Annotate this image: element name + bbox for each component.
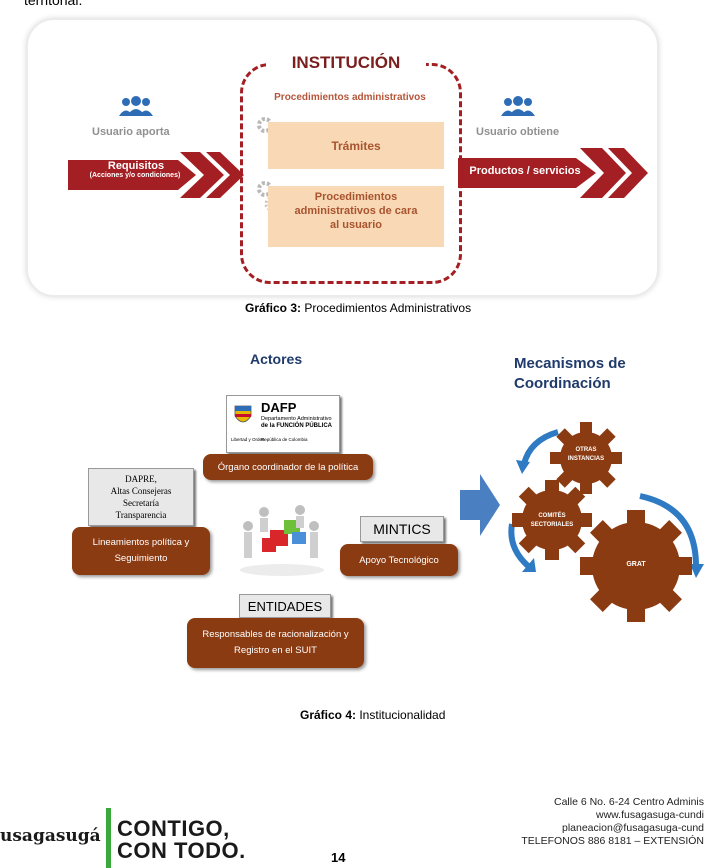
apoyo-box: Apoyo Tecnológico — [340, 544, 458, 576]
requisitos-label: Requisitos — [107, 160, 165, 172]
footer-email: planeacion@fusagasuga-cund — [561, 822, 704, 834]
top-text: territorial. — [24, 0, 83, 8]
organo-box: Órgano coordinador de la política — [203, 454, 373, 480]
coordination-gears — [508, 422, 704, 622]
brand-name: usagasugá — [0, 826, 101, 846]
brand-divider — [106, 808, 111, 868]
institution-title: INSTITUCIÓN — [266, 53, 426, 73]
dafp-line-2: de la FUNCIÓN PÚBLICA — [261, 423, 333, 429]
proc-line-2: administrativos de cara — [294, 205, 418, 217]
caption-label: Gráfico 4: — [300, 708, 357, 722]
caption-text: Institucionalidad — [356, 708, 446, 722]
proc-line-3: al usuario — [330, 219, 382, 231]
gear-comites-label: COMITÉS SECTORIALES — [520, 512, 584, 530]
brand-slogan-line-1: CONTIGO, — [117, 816, 230, 841]
mec-line-2: Coordinación — [514, 375, 611, 392]
footer-phone: TELEFONOS 886 8181 – EXTENSIÓN — [521, 835, 704, 847]
users-icon — [501, 96, 535, 116]
tramites-label: Trámites — [331, 138, 381, 153]
tramites-box — [268, 122, 444, 169]
dapre-line-4: Transparencia — [115, 510, 167, 520]
dafp-title: DAFP — [261, 400, 297, 415]
caption-label: Gráfico 3: — [245, 301, 302, 315]
caption-grafico-3: Gráfico 3: Procedimientos Administrativo… — [245, 301, 471, 315]
proc-line-1: Procedimientos — [314, 191, 398, 203]
gear-otras-line-2: INSTANCIAS — [567, 456, 605, 462]
coat-of-arms-icon — [234, 405, 252, 423]
dafp-foot-1: Libertad y Orden — [231, 437, 265, 442]
gear-grat-label: GRAT — [626, 561, 646, 568]
mec-line-1: Mecanismos de — [514, 355, 626, 372]
footer-web: www.fusagasuga-cundi — [596, 809, 704, 821]
procedures-user-label: Procedimientos administrativos de cara a… — [268, 190, 444, 232]
requisitos-sub: (Acciones y/o condiciones) — [89, 172, 181, 179]
page-number: 14 — [331, 850, 346, 865]
right-arrow-icon — [460, 474, 500, 536]
caption-grafico-4: Gráfico 4: Institucionalidad — [300, 708, 445, 722]
dafp-foot-2: República de Colombia — [261, 437, 308, 442]
footer-contact: Calle 6 No. 6-24 Centro Adminis www.fusa… — [464, 796, 704, 848]
actors-title: Actores — [250, 351, 303, 367]
brand-slogan-line-2: CON TODO. — [117, 838, 246, 863]
productos-label: Productos / servicios — [469, 165, 581, 177]
requisitos-arrow — [68, 152, 244, 198]
user-gets-label: Usuario obtiene — [476, 126, 560, 138]
caption-text: Procedimientos Administrativos — [301, 301, 472, 315]
dafp-logo-card: DAFP Departamento Administrativo de la F… — [226, 395, 340, 453]
footer-address: Calle 6 No. 6-24 Centro Adminis — [554, 796, 704, 808]
lineamientos-box: Lineamientos política y Seguimiento — [72, 527, 210, 575]
puzzle-team-illustration — [240, 505, 324, 576]
user-gives-label: Usuario aporta — [92, 126, 170, 138]
dapre-line-3: Secretaría — [123, 498, 159, 508]
responsables-line-1: Responsables de racionalización y — [202, 629, 349, 640]
gear-otras-label: OTRAS INSTANCIAS — [564, 446, 608, 464]
entidades-box: ENTIDADES — [239, 594, 331, 618]
mintics-box: MINTICS — [360, 516, 444, 542]
lineamientos-line-1: Lineamientos política y — [92, 537, 190, 548]
gear-comites-line-1: COMITÉS — [538, 513, 566, 519]
dapre-line-2: Altas Consejeras — [110, 486, 172, 496]
lineamientos-line-2: Seguimiento — [114, 553, 168, 564]
procedures-title: Procedimientos administrativos — [274, 92, 426, 103]
mechanisms-title: Mecanismos de Coordinación — [514, 354, 626, 394]
dapre-box: DAPRE, Altas Consejeras Secretaría Trans… — [88, 468, 194, 526]
users-icon — [119, 96, 153, 116]
responsables-box: Responsables de racionalización y Regist… — [187, 618, 364, 668]
dapre-line-1: DAPRE, — [125, 474, 157, 484]
responsables-line-2: Registro en el SUIT — [234, 645, 317, 656]
productos-arrow — [458, 148, 648, 198]
brand-slogan: CONTIGO, CON TODO. — [117, 818, 246, 862]
gear-comites-line-2: SECTORIALES — [530, 522, 574, 528]
procedures-user-box — [268, 186, 444, 247]
gear-otras-line-1: OTRAS — [575, 447, 597, 453]
dafp-line-1: Departamento Administrativo — [261, 416, 332, 422]
